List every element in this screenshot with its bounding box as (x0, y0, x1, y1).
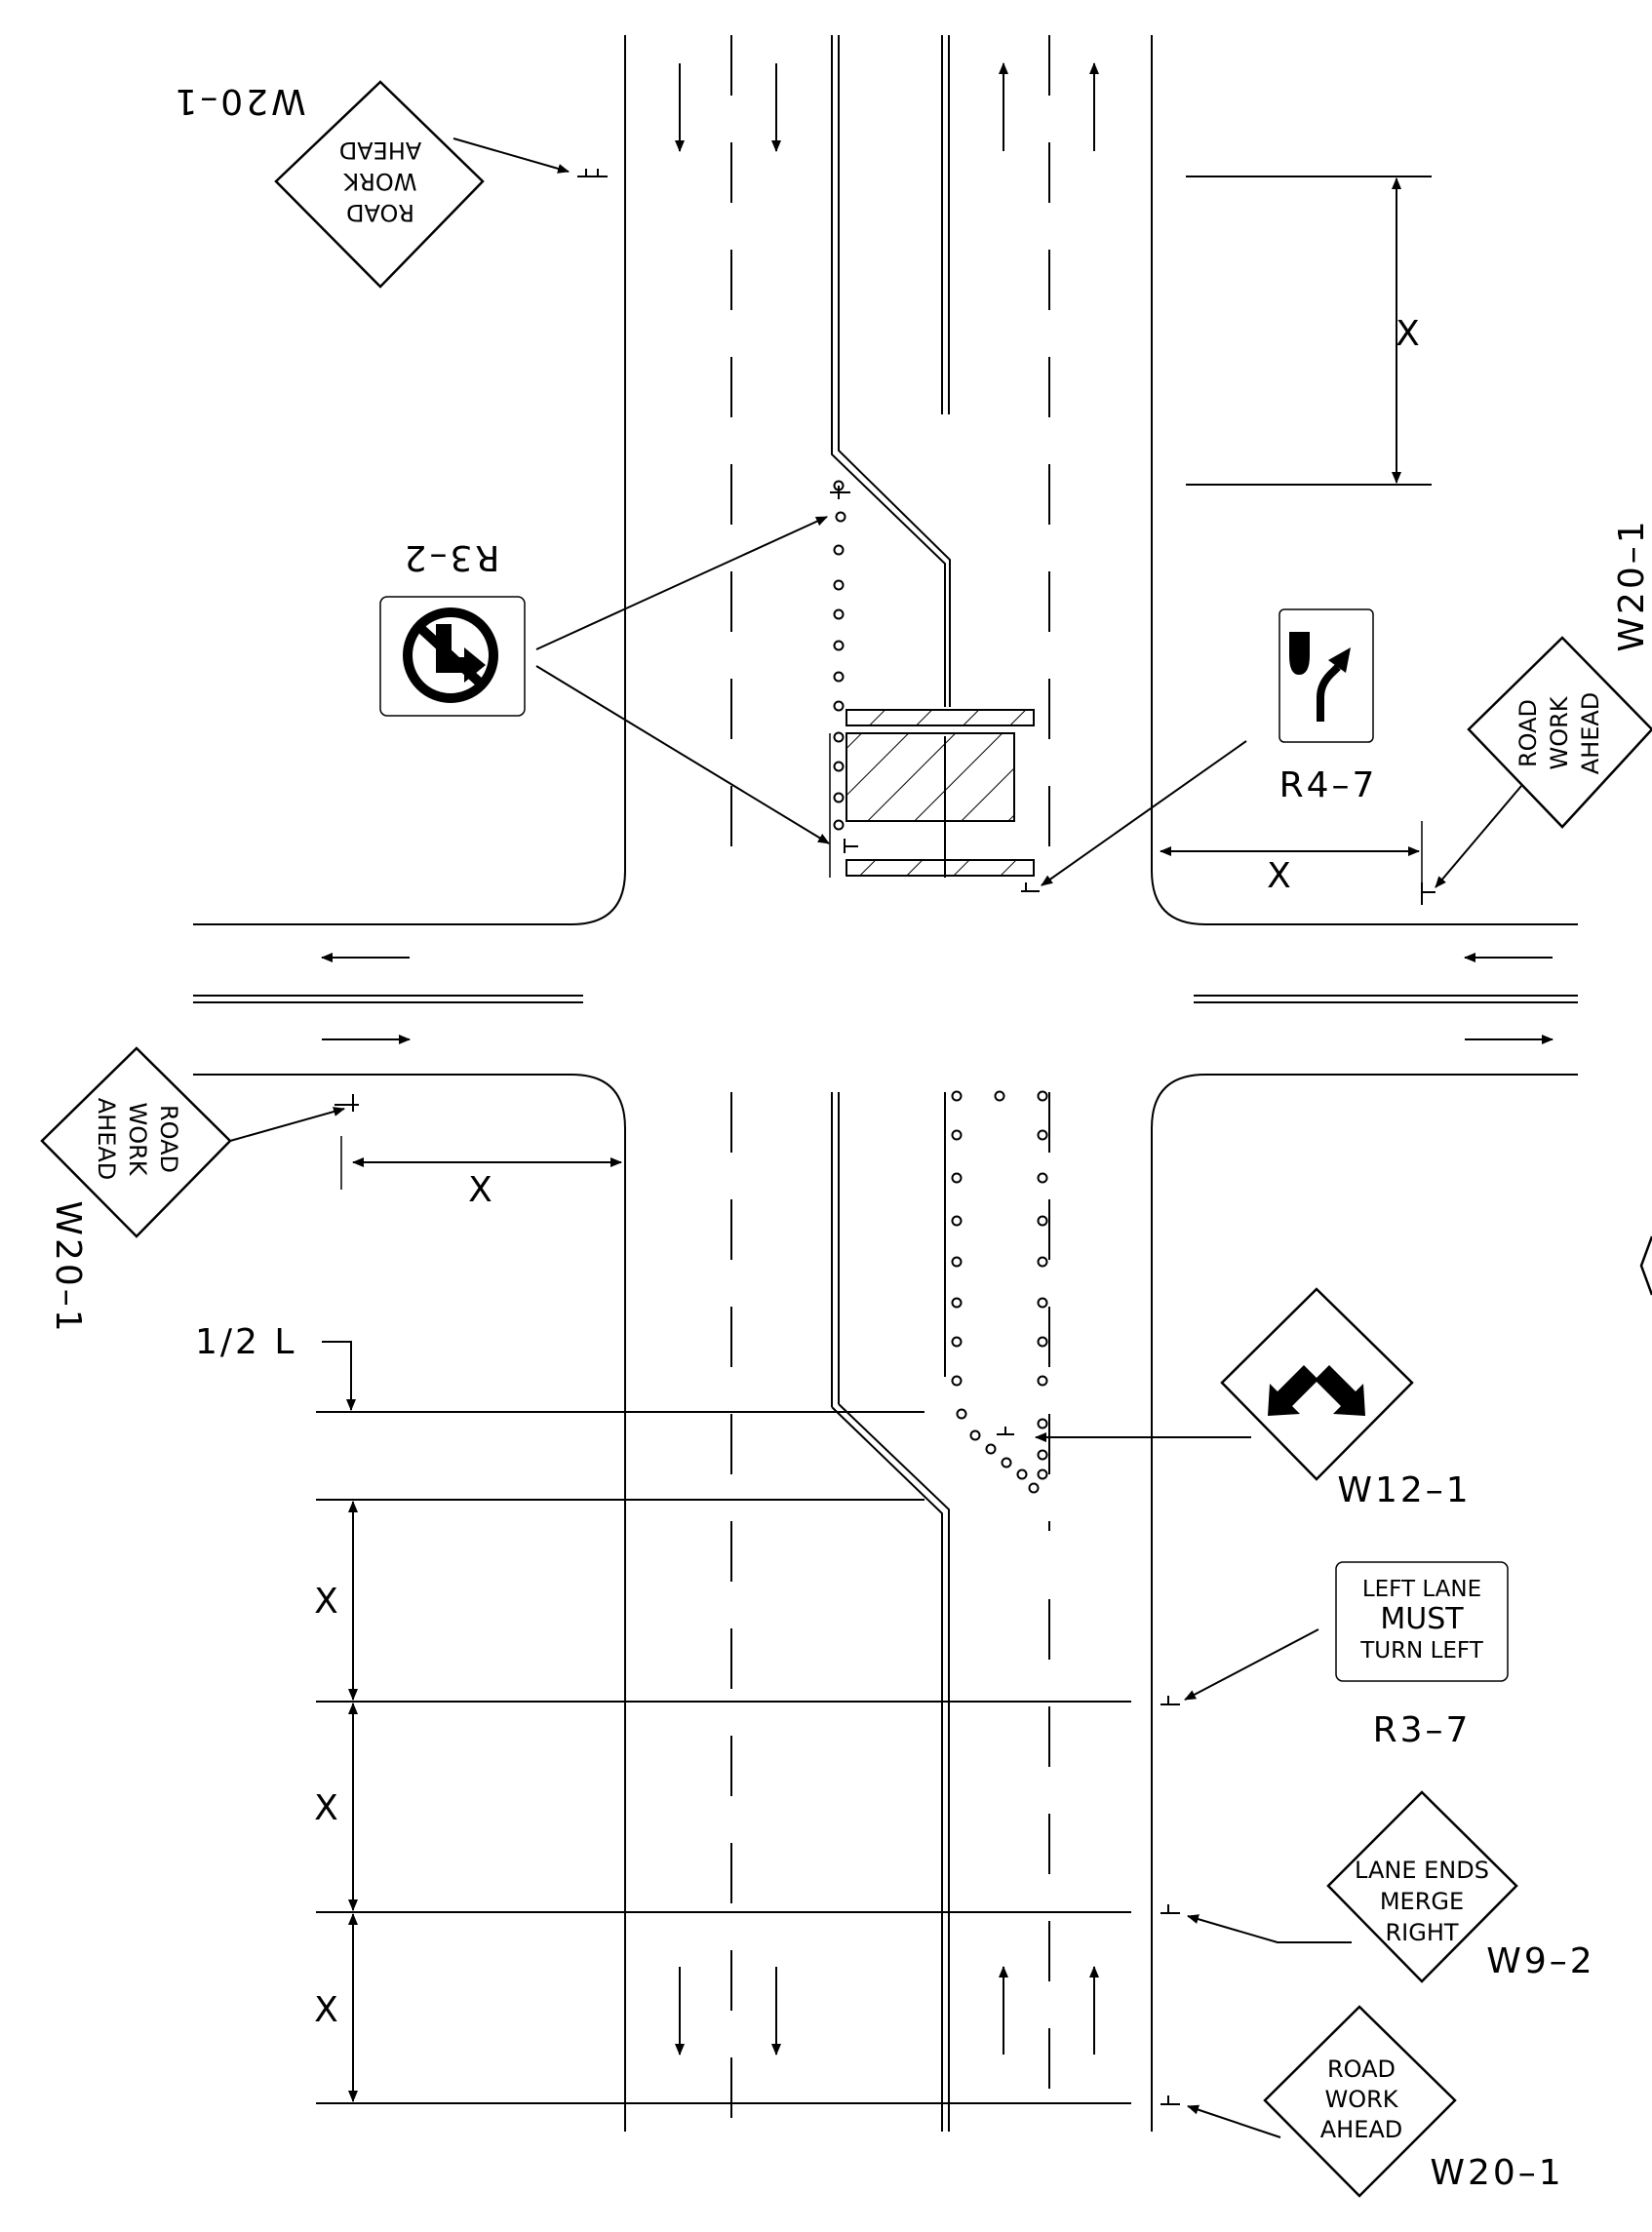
sign-r4-7 (1278, 608, 1374, 743)
lane-arrows (675, 62, 1099, 2056)
sign-w20-1-north-left: ROAD WORK AHEAD (274, 80, 485, 289)
dim-x-north-sign: X (1267, 856, 1294, 896)
sign-line-2: WORK (124, 1102, 151, 1176)
channelizing-devices (833, 480, 1048, 1494)
label-r3-7: R3–7 (1373, 1710, 1472, 1750)
label-r3-2: R3–2 (402, 537, 500, 577)
lane-lines (730, 35, 1050, 2132)
dimension-lines (316, 176, 1432, 2104)
dimension-labels: X X X 1/2 L X X X (195, 314, 1423, 2030)
sign-line-3: AHEAD (1320, 2116, 1403, 2143)
sign-w9-2: LANE ENDS MERGE RIGHT (1326, 1790, 1518, 1983)
dim-x-north: X (1396, 314, 1423, 354)
label-w9-2: W9–2 (1486, 1941, 1594, 1981)
sign-line-3: RIGHT (1385, 1919, 1458, 1946)
sign-r3-2 (379, 596, 526, 717)
sign-posts (334, 169, 1436, 2105)
dim-x-1: X (314, 1582, 341, 1622)
dim-x-south-sign: X (468, 1170, 495, 1210)
sign-line-2: WORK (1546, 695, 1573, 769)
sign-w20-1-north-right: ROAD WORK AHEAD (1467, 636, 1652, 829)
dim-x-2: X (314, 1788, 341, 1828)
sign-line-1: LANE ENDS (1355, 1857, 1489, 1884)
sign-line-3: AHEAD (1577, 692, 1604, 775)
work-area (829, 709, 1035, 878)
label-r4-7: R4–7 (1279, 765, 1378, 805)
dim-x-3: X (314, 1990, 341, 2030)
sign-w12-1 (1220, 1287, 1414, 1481)
sign-line-2: WORK (342, 168, 416, 195)
label-w20-1-south-left: W20–1 (48, 1200, 88, 1334)
label-w20-1-north-left: W20–1 (172, 81, 305, 121)
sign-line-1: ROAD (346, 199, 414, 226)
label-w20-1-north-right: W20–1 (1612, 518, 1652, 651)
sign-line-2: MERGE (1380, 1888, 1464, 1915)
sign-line-2: MUST (1380, 1602, 1464, 1636)
sign-line-3: AHEAD (93, 1098, 120, 1181)
label-w12-1: W12–1 (1337, 1470, 1471, 1510)
sign-line-1: LEFT LANE (1362, 1577, 1481, 1602)
road-edges (193, 35, 1578, 2132)
leader-lines (229, 137, 1522, 2138)
sign-line-3: TURN LEFT (1359, 1638, 1484, 1664)
sign-line-3: AHEAD (339, 137, 422, 164)
sign-r3-7: LEFT LANE MUST TURN LEFT (1335, 1561, 1509, 1682)
sign-w20-1-south-left: ROAD WORK AHEAD (40, 1046, 232, 1238)
sign-line-1: ROAD (1514, 699, 1542, 767)
sign-partial-edge (1639, 1235, 1652, 1296)
sign-line-1: ROAD (1327, 2056, 1396, 2083)
sign-w20-1-south-right: ROAD WORK AHEAD (1263, 2005, 1457, 2198)
sign-line-2: WORK (1324, 2086, 1398, 2113)
label-w20-1-south-right: W20–1 (1430, 2153, 1563, 2193)
sign-line-1: ROAD (155, 1105, 182, 1173)
dim-half-l: 1/2 L (195, 1322, 296, 1362)
